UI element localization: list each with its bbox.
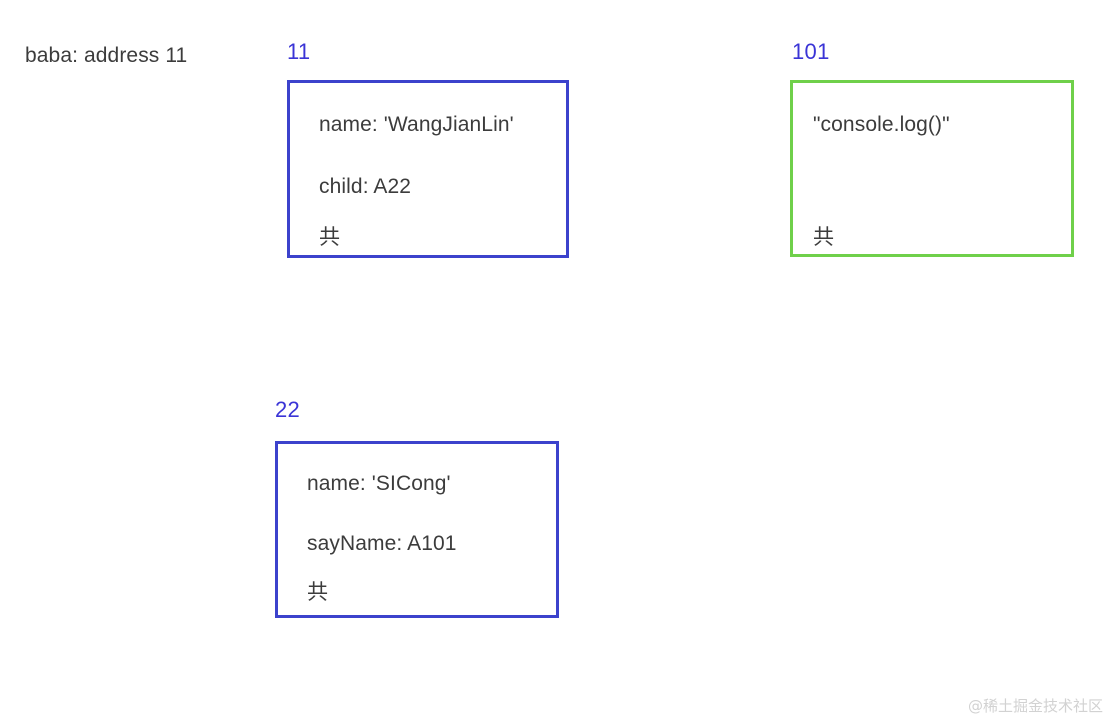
object-box-101: "console.log()" 共 (790, 80, 1074, 257)
object-box-101-body: "console.log()" 共 (793, 83, 1071, 254)
object-box-11-row-child: child: A22 (319, 175, 412, 198)
watermark: @稀土掘金技术社区 (967, 697, 1103, 715)
object-box-11: name: 'WangJianLin' child: A22 共 (287, 80, 569, 258)
object-box-22: name: 'SICong' sayName: A101 共 (275, 441, 559, 618)
object-box-11-body: name: 'WangJianLin' child: A22 共 (290, 83, 566, 255)
object-box-101-row-consolelog: "console.log()" (813, 113, 950, 136)
object-box-22-body: name: 'SICong' sayName: A101 共 (278, 444, 556, 615)
address-label-11: 11 (287, 39, 311, 64)
object-box-101-row-gong: 共 (813, 225, 835, 249)
caption-baba-address: baba: address 11 (25, 44, 188, 67)
object-box-22-row-gong: 共 (307, 580, 329, 604)
address-label-101: 101 (792, 39, 830, 64)
object-box-22-row-sayname: sayName: A101 (307, 532, 457, 555)
object-box-11-row-gong: 共 (319, 225, 341, 249)
object-box-11-row-name: name: 'WangJianLin' (319, 113, 514, 136)
object-box-22-row-name: name: 'SICong' (307, 472, 451, 495)
address-label-22: 22 (275, 397, 301, 422)
